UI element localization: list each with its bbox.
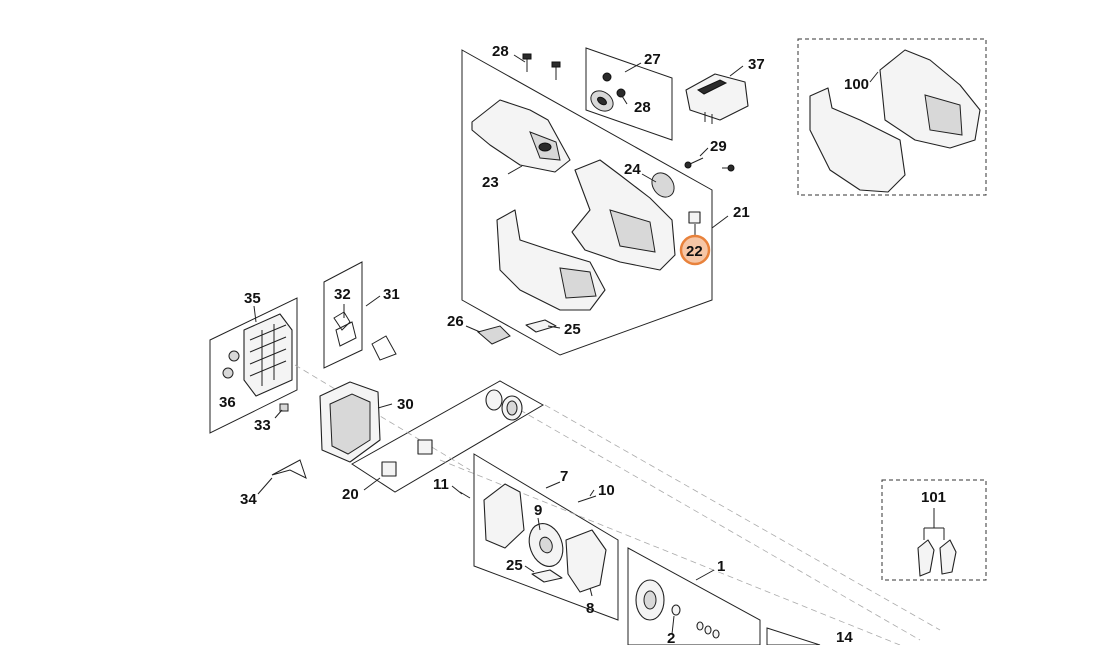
callout-8[interactable]: 8 xyxy=(586,600,594,617)
callout-36[interactable]: 36 xyxy=(219,394,236,411)
part-9-fan-wheel[interactable] xyxy=(523,519,568,571)
part-25-fan-pad[interactable] xyxy=(531,569,563,583)
crank-group-frame xyxy=(627,547,761,645)
filter-group-frame xyxy=(209,297,298,434)
group-14-frame xyxy=(766,627,821,645)
part-8-fan-cover[interactable] xyxy=(565,529,607,593)
callout-11[interactable]: 11 xyxy=(433,476,449,493)
callout-9[interactable]: 9 xyxy=(534,502,542,519)
part-32-spring[interactable] xyxy=(333,311,351,331)
part-31-spring-clip[interactable] xyxy=(335,321,397,361)
part-28-cap-screw[interactable] xyxy=(602,72,612,82)
part-30-filter-housing[interactable] xyxy=(319,381,381,463)
part-2-washer[interactable] xyxy=(671,604,681,616)
callout-29[interactable]: 29 xyxy=(710,138,727,155)
callout-35[interactable]: 35 xyxy=(244,290,261,307)
spring-group-frame xyxy=(323,261,363,369)
part-25-pad[interactable] xyxy=(525,319,557,333)
part-34-lever[interactable] xyxy=(271,459,307,479)
callout-20[interactable]: 20 xyxy=(342,486,359,503)
part-damper-block[interactable] xyxy=(381,439,433,477)
callout-23[interactable]: 23 xyxy=(482,174,499,191)
cap-group-frame xyxy=(585,47,673,141)
callout-2[interactable]: 2 xyxy=(667,630,675,645)
part-27-cap[interactable] xyxy=(587,87,617,116)
callout-28[interactable]: 28 xyxy=(634,99,651,116)
callout-21[interactable]: 21 xyxy=(733,204,750,221)
part-7-fan-housing[interactable] xyxy=(483,483,525,549)
part-24-gasket[interactable] xyxy=(647,169,678,202)
alignment-guide xyxy=(294,364,471,471)
callout-10[interactable]: 10 xyxy=(598,482,615,499)
callout-28[interactable]: 28 xyxy=(492,43,509,60)
part-100-housing-assembly[interactable] xyxy=(809,49,981,193)
part-10-screw[interactable] xyxy=(577,495,597,503)
callout-7[interactable]: 7 xyxy=(560,468,568,485)
callout-33[interactable]: 33 xyxy=(254,417,271,434)
damper-group-frame xyxy=(351,380,545,493)
housing-group-frame xyxy=(461,49,713,356)
part-21-upper-housing[interactable] xyxy=(571,159,676,271)
alignment-guide xyxy=(519,409,921,641)
callout-27[interactable]: 27 xyxy=(644,51,661,68)
callout-24[interactable]: 24 xyxy=(624,161,641,178)
part-33-nut[interactable] xyxy=(279,403,289,412)
callout-100[interactable]: 100 xyxy=(844,76,869,93)
assembly-101-frame xyxy=(881,479,987,581)
part-21-lower-housing[interactable] xyxy=(496,209,606,311)
part-101-bracket-pair[interactable] xyxy=(917,539,957,577)
part-36-screw[interactable] xyxy=(228,350,240,362)
part-seal-rings[interactable] xyxy=(696,621,720,639)
alignment-guide xyxy=(544,404,941,631)
callout-37[interactable]: 37 xyxy=(748,56,765,73)
part-36-screw[interactable] xyxy=(222,367,234,379)
part-damper-ring[interactable] xyxy=(485,389,523,421)
part-22-plug[interactable] xyxy=(688,211,701,224)
callout-101[interactable]: 101 xyxy=(921,489,946,506)
part-35-filter[interactable] xyxy=(243,313,293,397)
callout-31[interactable]: 31 xyxy=(383,286,400,303)
part-1-flywheel[interactable] xyxy=(635,579,665,621)
part-28-cap-screw[interactable] xyxy=(616,88,626,98)
callout-22[interactable]: 22 xyxy=(686,243,703,260)
part-29-screw[interactable] xyxy=(722,164,735,172)
callout-26[interactable]: 26 xyxy=(447,313,464,330)
part-28-screw[interactable] xyxy=(522,53,532,72)
callout-25[interactable]: 25 xyxy=(564,321,581,338)
part-26-clip[interactable] xyxy=(476,325,511,345)
part-11-screw[interactable] xyxy=(459,491,471,499)
leader-lines xyxy=(253,54,945,635)
part-23-handle-shroud[interactable] xyxy=(471,99,571,173)
assembly-100-frame xyxy=(797,38,987,196)
callout-14[interactable]: 14 xyxy=(836,629,853,645)
callout-22-highlight[interactable] xyxy=(679,234,711,266)
callout-32[interactable]: 32 xyxy=(334,286,351,303)
part-29-screw[interactable] xyxy=(684,157,704,169)
callout-1[interactable]: 1 xyxy=(717,558,725,575)
fan-group-frame xyxy=(473,453,619,621)
part-37-top-cover[interactable] xyxy=(685,73,749,124)
part-28-screw[interactable] xyxy=(551,61,561,80)
callout-30[interactable]: 30 xyxy=(397,396,414,413)
callout-34[interactable]: 34 xyxy=(240,491,257,508)
callout-25[interactable]: 25 xyxy=(506,557,523,574)
